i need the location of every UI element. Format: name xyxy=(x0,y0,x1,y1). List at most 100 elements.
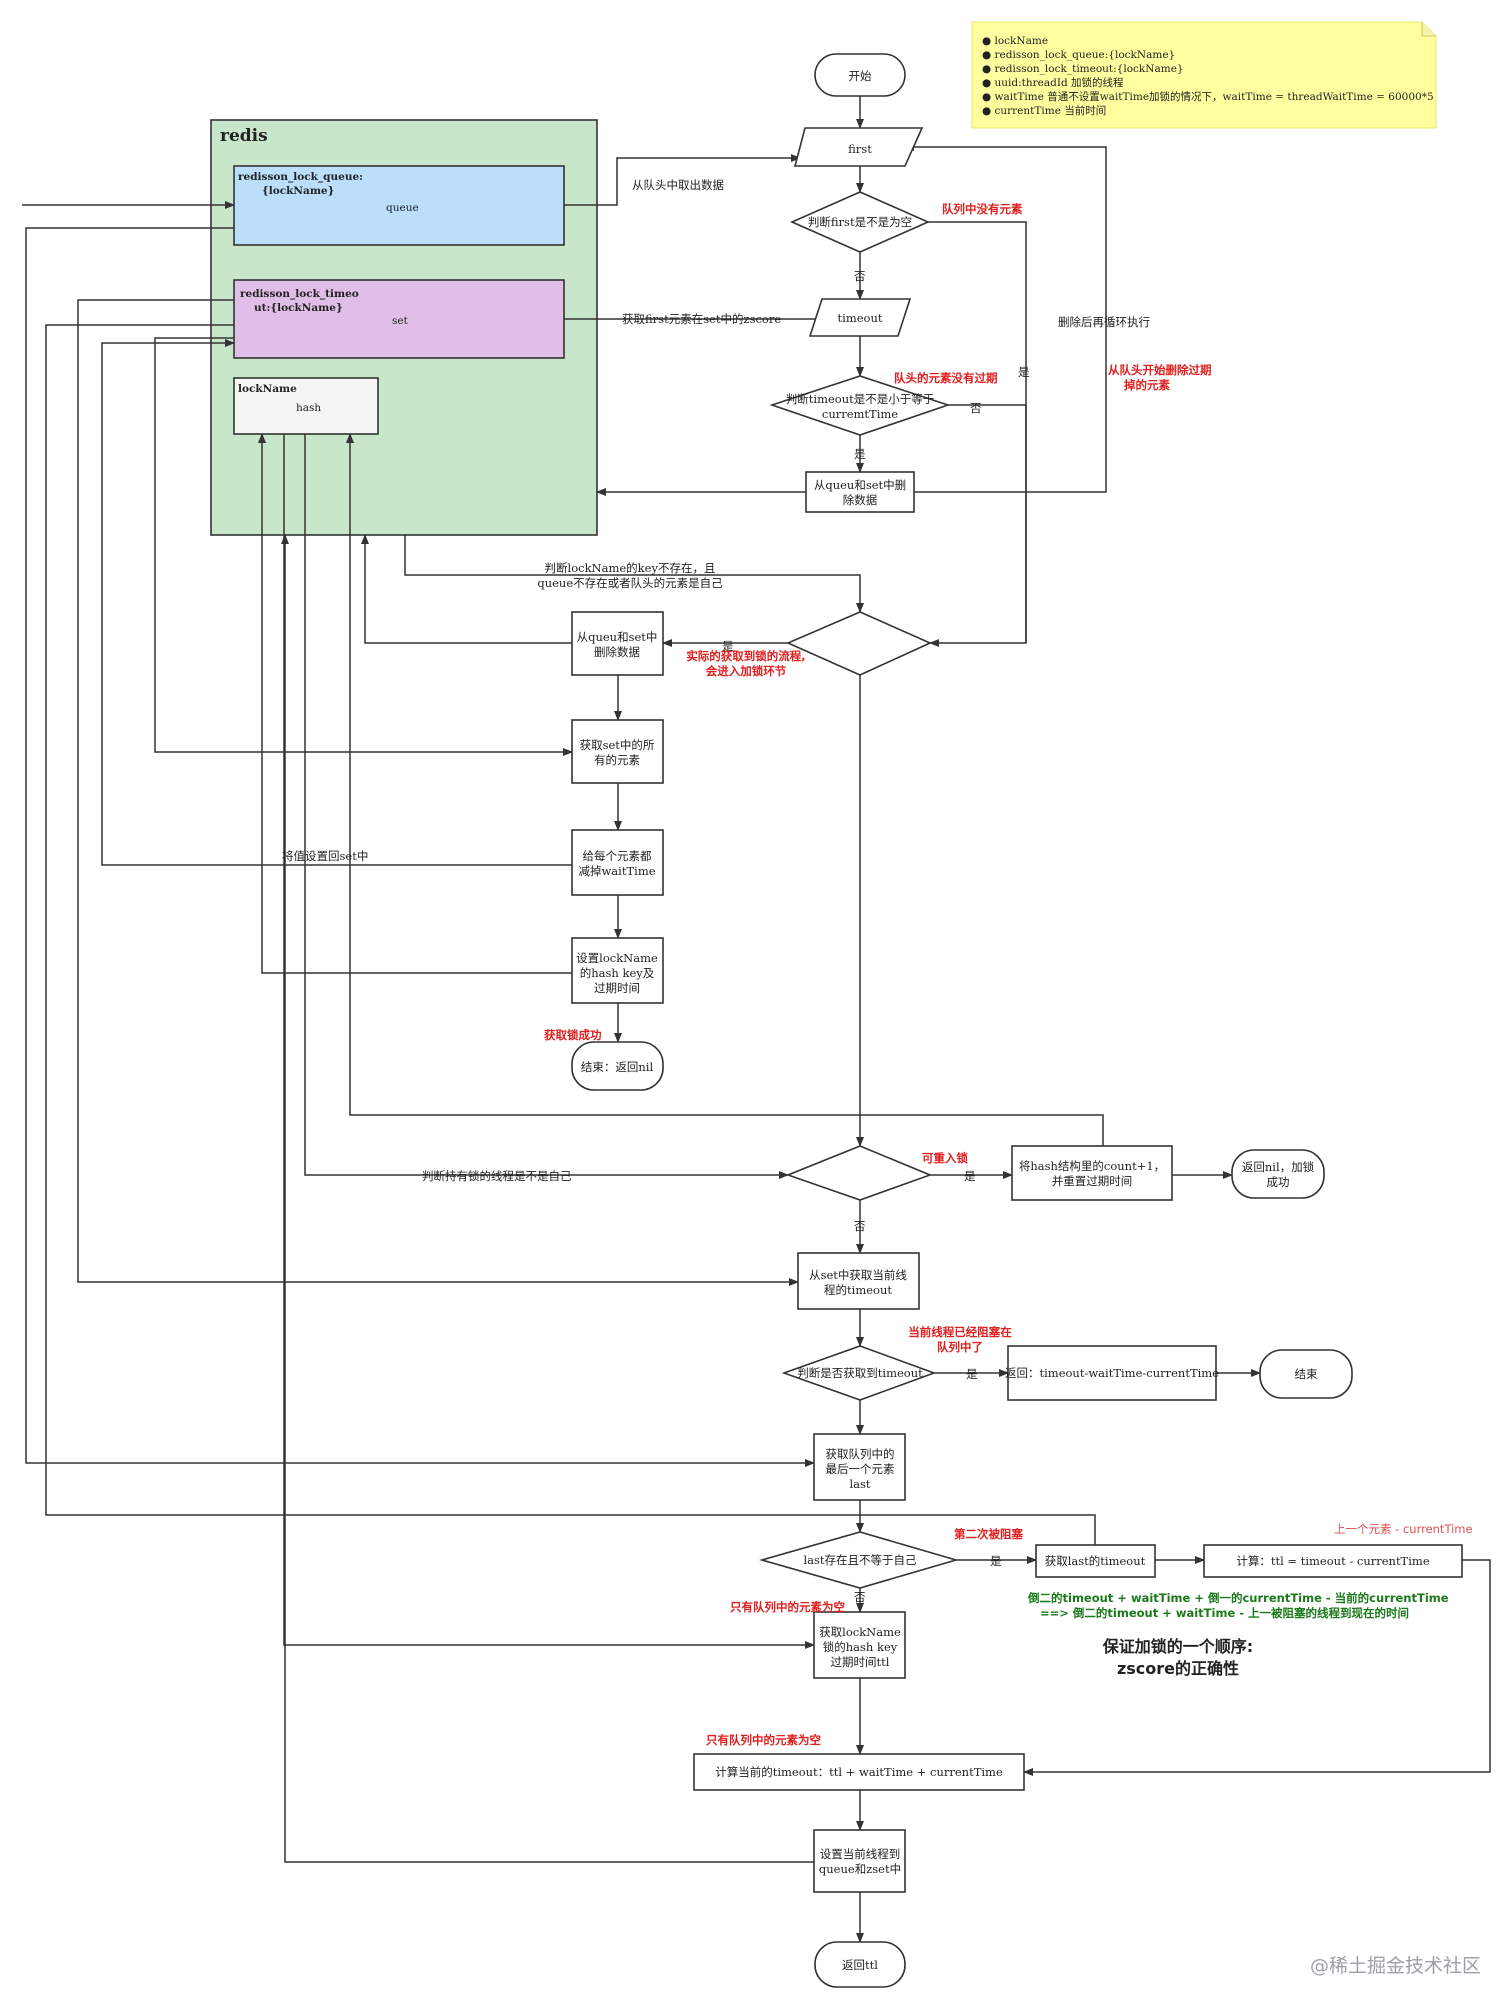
svg-text:first: first xyxy=(848,142,872,156)
check-holder-decision xyxy=(785,1145,933,1201)
svg-text:timeout: timeout xyxy=(838,311,883,325)
note-item-5: ● waitTime 普通不设置waitTime加锁的情况下，waitTime … xyxy=(982,90,1434,103)
svg-text:过期时间ttl: 过期时间ttl xyxy=(831,1655,890,1669)
svg-text:将hash结构里的count+1，: 将hash结构里的count+1， xyxy=(1019,1159,1165,1173)
svg-text:减掉waitTime: 减掉waitTime xyxy=(578,864,655,878)
set-name-2: ut:{lockName} xyxy=(254,302,343,314)
edge-labels: 从队头中取出数据 获取first元素在set中的zscore 队列中没有元素 否… xyxy=(282,178,1473,1747)
svg-text:结束: 结束 xyxy=(1295,1367,1318,1381)
svg-text:判断是否获取到timeout: 判断是否获取到timeout xyxy=(797,1366,923,1380)
redis-set-box xyxy=(233,279,565,359)
label-yes-6: 是 xyxy=(990,1554,1002,1568)
svg-text:返回ttl: 返回ttl xyxy=(842,1958,878,1972)
label-reentrant: 可重入锁 xyxy=(922,1151,968,1165)
svg-text:结束：返回nil: 结束：返回nil xyxy=(581,1060,654,1074)
calc-timeout-node: 计算当前的timeout：ttl + waitTime + currentTim… xyxy=(693,1753,1025,1791)
svg-text:有的元素: 有的元素 xyxy=(594,753,640,767)
label-yes-4: 是 xyxy=(964,1169,976,1183)
lock-check-decision xyxy=(786,611,932,676)
queue-type: queue xyxy=(386,202,419,214)
note-item-6: ● currentTime 当前时间 xyxy=(982,104,1106,117)
calc-ttl-node: 计算：ttl = timeout - currentTime xyxy=(1203,1544,1463,1578)
svg-text:的hash key及: 的hash key及 xyxy=(580,966,655,980)
queue-name-1: redisson_lock_queue: xyxy=(238,171,363,184)
end-node: 结束 xyxy=(1259,1349,1353,1399)
return-nil-node: 返回nil，加锁 成功 xyxy=(1231,1149,1325,1199)
redis-title: redis xyxy=(220,126,268,146)
sub-waittime-node: 给每个元素都 减掉waitTime xyxy=(571,829,664,896)
note-item-3: ● redisson_lock_timeout:{lockName} xyxy=(982,63,1184,75)
label-yes-2: 是 xyxy=(854,447,866,461)
label-check-holder: 判断持有锁的线程是不是自己 xyxy=(422,1169,572,1183)
label-actual-a: 实际的获取到锁的流程, xyxy=(686,649,805,663)
svg-text:返回nil，加锁: 返回nil，加锁 xyxy=(1242,1160,1315,1174)
svg-text:获取lockName: 获取lockName xyxy=(819,1625,901,1639)
return-ttl-node: 返回ttl xyxy=(814,1941,906,1988)
svg-text:从queu和set中删: 从queu和set中删 xyxy=(814,478,906,492)
note-item-1: ● lockName xyxy=(982,35,1048,47)
svg-text:程的timeout: 程的timeout xyxy=(824,1283,892,1297)
svg-text:最后一个元素: 最后一个元素 xyxy=(826,1462,895,1476)
label-delete-loop: 删除后再循环执行 xyxy=(1058,315,1150,329)
label-set-back: 将值设置回set中 xyxy=(282,849,368,863)
first-node: first xyxy=(793,127,924,167)
set-hash-node: 设置lockName 的hash key及 过期时间 xyxy=(571,937,664,1004)
svg-text:设置当前线程到: 设置当前线程到 xyxy=(820,1847,901,1861)
get-set-all-node: 获取set中的所 有的元素 xyxy=(571,719,664,784)
label-delete-expired-a: 从队头开始删除过期 xyxy=(1108,363,1212,377)
svg-text:并重置过期时间: 并重置过期时间 xyxy=(1052,1174,1133,1188)
svg-text:设置lockName: 设置lockName xyxy=(576,951,658,965)
label-only-queue-2: 只有队列中的元素为空 xyxy=(706,1733,821,1747)
get-hash-ttl-node: 获取lockName 锁的hash key 过期时间ttl xyxy=(813,1611,906,1679)
svg-text:获取last的timeout: 获取last的timeout xyxy=(1045,1554,1146,1568)
svg-text:计算：ttl = timeout - currentTime: 计算：ttl = timeout - currentTime xyxy=(1236,1554,1429,1568)
svg-text:从queu和set中: 从queu和set中 xyxy=(577,630,658,644)
svg-text:last存在且不等于自己: last存在且不等于自己 xyxy=(803,1553,916,1567)
hash-type: hash xyxy=(296,402,321,414)
check-got-timeout-decision: 判断是否获取到timeout xyxy=(781,1345,937,1401)
label-yes-3: 是 xyxy=(722,639,734,653)
svg-text:返回：timeout-waitTime-currentTim: 返回：timeout-waitTime-currentTime xyxy=(1005,1366,1219,1380)
label-green-a: 倒二的timeout + waitTime + 倒一的currentTime -… xyxy=(1027,1591,1449,1605)
label-no-2: 否 xyxy=(970,401,982,415)
label-actual-b: 会进入加锁环节 xyxy=(705,664,787,678)
label-queue-empty: 队列中没有元素 xyxy=(942,202,1023,216)
label-cond-a: 判断lockName的key不存在，且 xyxy=(545,561,716,575)
label-yes-1: 是 xyxy=(1018,365,1030,379)
watermark: @稀土掘金技术社区 xyxy=(1310,1955,1481,1977)
label-order-b: zscore的正确性 xyxy=(1117,1659,1239,1678)
svg-text:删除数据: 删除数据 xyxy=(594,645,640,659)
svg-text:获取set中的所: 获取set中的所 xyxy=(580,738,655,752)
label-delete-expired-b: 掉的元素 xyxy=(1124,378,1170,392)
reentrant-node: 将hash结构里的count+1， 并重置过期时间 xyxy=(1011,1145,1173,1201)
redis-queue-box xyxy=(233,165,565,246)
get-last-node: 获取队列中的 最后一个元素 last xyxy=(813,1433,906,1501)
delete-queue-set-node: 从queu和set中 删除数据 xyxy=(571,611,664,676)
svg-text:锁的hash key: 锁的hash key xyxy=(823,1640,898,1654)
redis-hash-box xyxy=(233,377,379,435)
svg-text:判断timeout是不是小于等于: 判断timeout是不是小于等于 xyxy=(786,392,934,406)
set-name-1: redisson_lock_timeo xyxy=(240,288,359,301)
info-note: ● lockName ● redisson_lock_queue:{lockNa… xyxy=(971,21,1437,129)
label-no-1: 否 xyxy=(854,269,866,283)
svg-text:获取队列中的: 获取队列中的 xyxy=(826,1447,895,1461)
end-nil-node: 结束：返回nil xyxy=(571,1041,664,1091)
connectors xyxy=(22,96,1491,1943)
label-not-expired: 队头的元素没有过期 xyxy=(894,371,998,385)
label-take-head: 从队头中取出数据 xyxy=(632,178,724,192)
svg-text:从set中获取当前线: 从set中获取当前线 xyxy=(809,1268,907,1282)
svg-text:给每个元素都: 给每个元素都 xyxy=(583,849,652,863)
return-timeout-node: 返回：timeout-waitTime-currentTime xyxy=(1005,1345,1219,1401)
label-got-lock: 获取锁成功 xyxy=(544,1028,602,1042)
hash-name: lockName xyxy=(238,383,297,395)
svg-text:判断first是不是为空: 判断first是不是为空 xyxy=(808,215,912,229)
label-only-queue-1: 只有队列中的元素为空 xyxy=(730,1600,845,1614)
svg-text:除数据: 除数据 xyxy=(843,493,878,507)
label-blocked-b: 队列中了 xyxy=(937,1340,983,1354)
label-second-block: 第二次被阻塞 xyxy=(954,1527,1023,1541)
set-queue-zset-node: 设置当前线程到 queue和zset中 xyxy=(813,1829,906,1893)
redis-container: redis redisson_lock_queue: {lockName} qu… xyxy=(210,119,598,536)
svg-text:计算当前的timeout：ttl + waitTime +: 计算当前的timeout：ttl + waitTime + currentTim… xyxy=(715,1765,1003,1779)
check-last-decision: last存在且不等于自己 xyxy=(759,1531,959,1589)
